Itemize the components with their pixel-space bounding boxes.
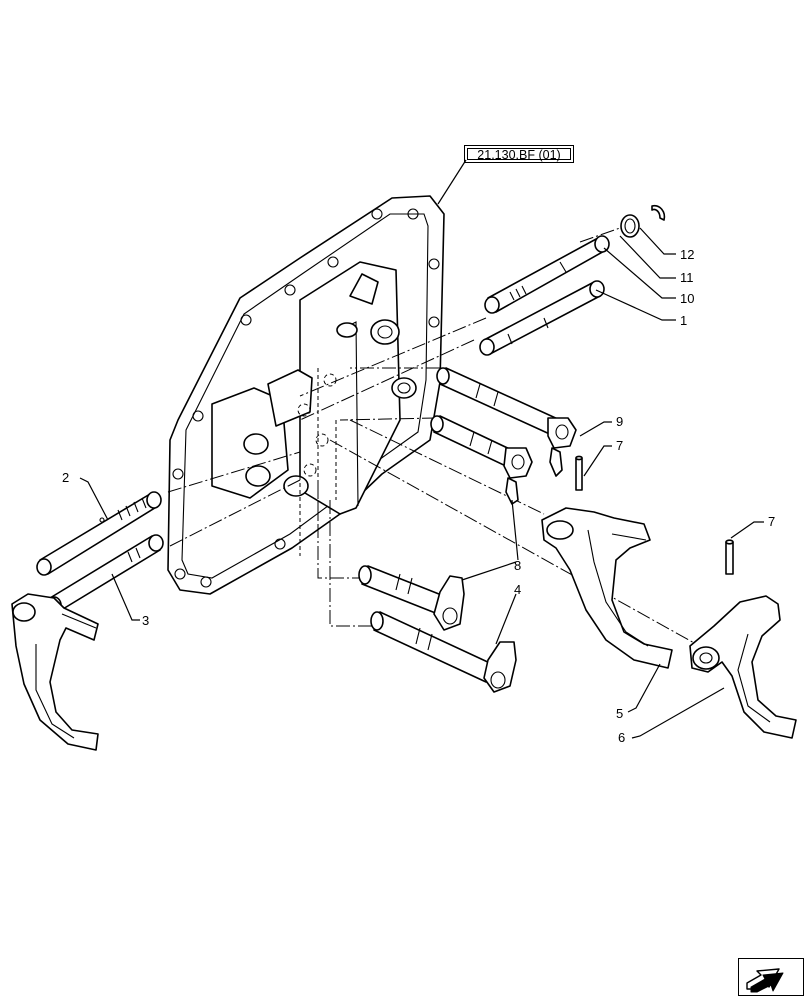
lever-shaft-4: [370, 611, 517, 693]
next-page-arrow-icon: [746, 968, 784, 993]
shift-rail-1: [479, 280, 605, 356]
reference-label: 21.130.BF (01): [467, 148, 571, 161]
callout-7a: 7: [616, 438, 623, 453]
centerlines: [167, 227, 697, 645]
callout-4: 4: [514, 582, 521, 597]
callout-8: 8: [514, 558, 521, 573]
shift-fork-left: [11, 593, 99, 751]
lever-shaft-8-upper: [430, 415, 533, 505]
lever-shaft-9: [436, 367, 577, 477]
callout-7b: 7: [768, 514, 775, 529]
shift-fork-5: [541, 507, 673, 669]
rail-bosses: [211, 261, 417, 515]
callout-11: 11: [680, 270, 694, 285]
hidden-lines: [297, 368, 337, 556]
callout-6: 6: [618, 730, 625, 745]
shift-fork-6: [689, 595, 797, 739]
lever-shaft-8-lower: [358, 565, 465, 631]
circlip-12: [651, 204, 666, 221]
shift-rail-2: [36, 491, 162, 576]
callout-5: 5: [616, 706, 623, 721]
leader-lines: [79, 159, 764, 739]
reference-box[interactable]: 21.130.BF (01): [464, 145, 574, 163]
callout-labels: 12 11 10 1 9 7 7 2 3 8 4 5 6: [62, 247, 775, 745]
shift-rail-10: [484, 235, 610, 314]
callout-12: 12: [680, 247, 694, 262]
ring-11: [620, 214, 640, 238]
callout-3: 3: [142, 613, 149, 628]
pin-7-upper: [575, 455, 583, 491]
callout-10: 10: [680, 291, 694, 306]
callout-2: 2: [62, 470, 69, 485]
next-page-button[interactable]: [738, 958, 804, 996]
callout-9: 9: [616, 414, 623, 429]
callout-1: 1: [680, 313, 687, 328]
pin-7-lower: [725, 539, 734, 575]
